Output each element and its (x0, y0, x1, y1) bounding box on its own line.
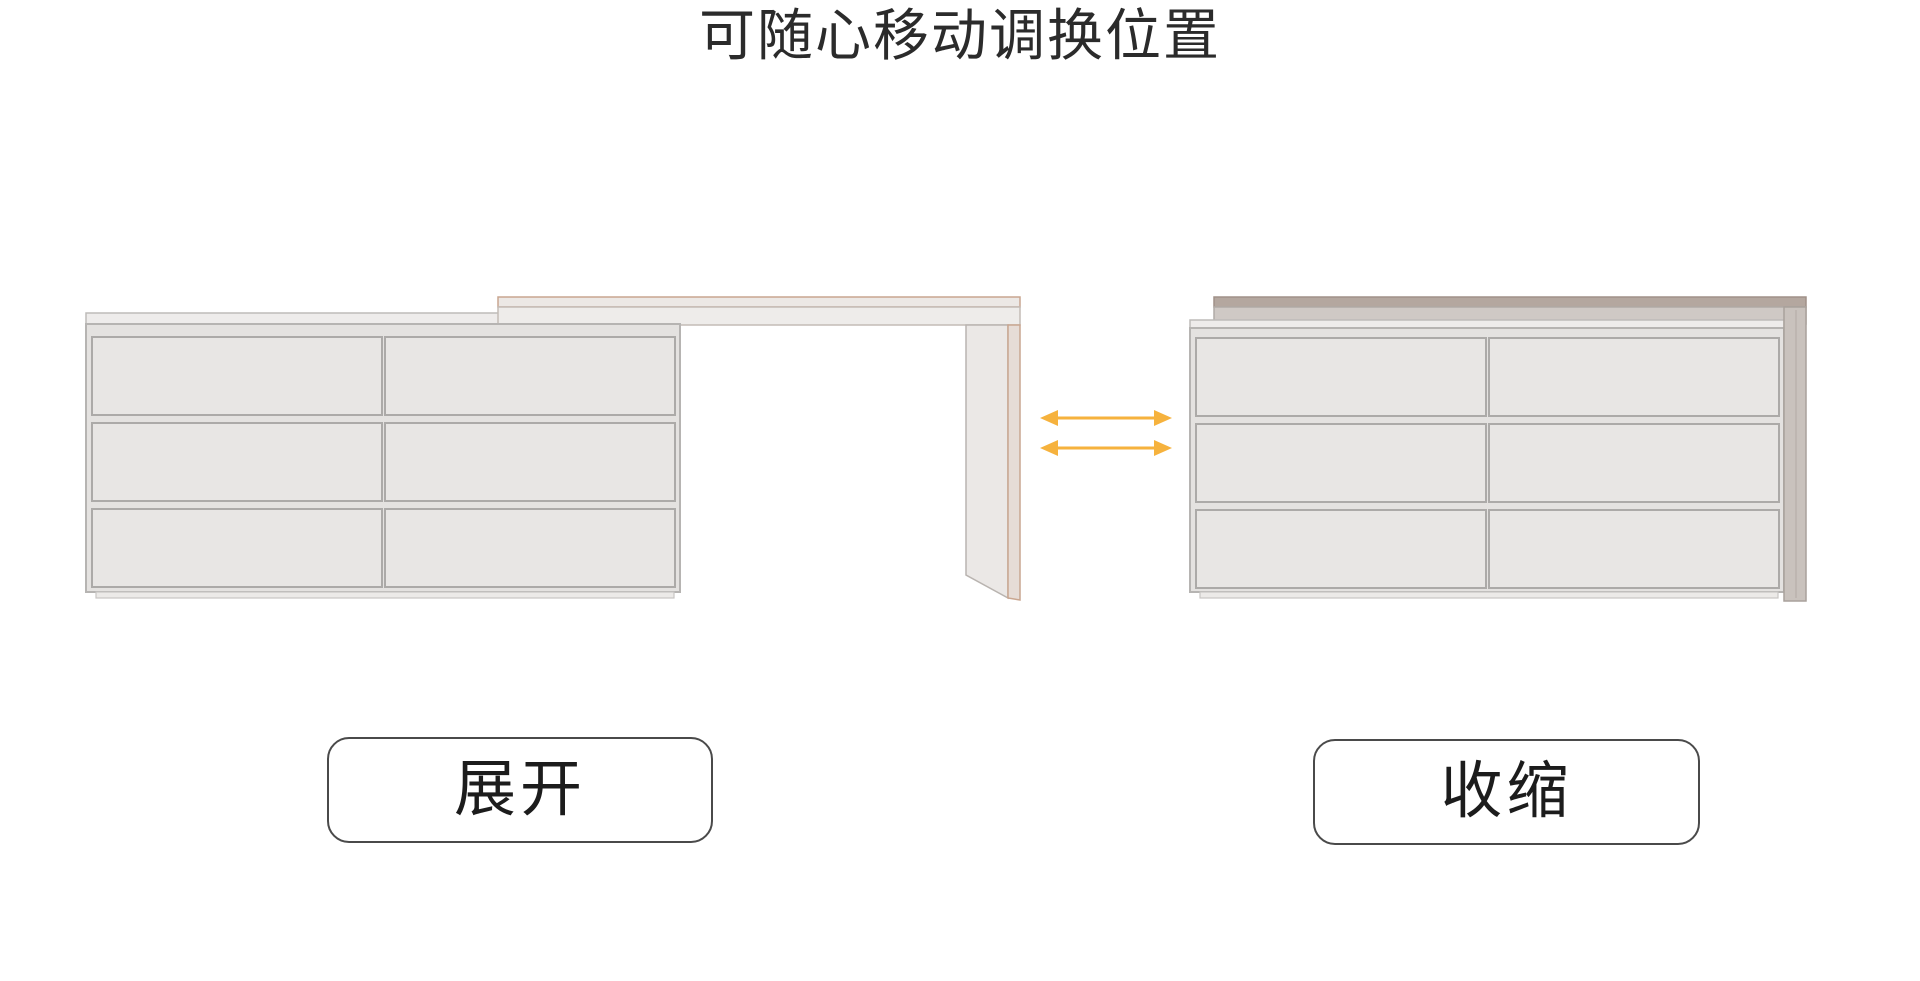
expanded-cabinet-illustration (85, 296, 1021, 601)
desk-leg-panel (965, 324, 1009, 600)
collapsed-drawer (1195, 509, 1487, 589)
expanded-cabinet-plinth (95, 591, 675, 599)
sliding-desk-top (497, 296, 1021, 308)
collapsed-state-label: 收缩 (1313, 739, 1700, 845)
desk-leg-edge (1007, 324, 1021, 601)
expanded-drawer (91, 336, 383, 416)
expanded-state-label: 展开 (327, 737, 713, 843)
expanded-drawer (384, 336, 676, 416)
collapsed-drawer (1195, 337, 1487, 417)
sliding-desk-top-front (497, 306, 1021, 326)
expanded-cabinet-top (85, 312, 507, 325)
collapsed-cabinet-plinth (1199, 591, 1779, 599)
double-arrow-icon (1040, 410, 1172, 456)
expanded-drawer (91, 508, 383, 588)
page-title: 可随心移动调换位置 (699, 4, 1221, 69)
collapsed-cabinet-illustration (1189, 296, 1807, 602)
collapsed-drawer (1488, 423, 1780, 503)
collapsed-side-panel (1783, 306, 1807, 602)
collapsed-desk-top (1213, 296, 1807, 308)
collapsed-drawer (1195, 423, 1487, 503)
collapsed-drawer (1488, 509, 1780, 589)
expanded-drawer (384, 422, 676, 502)
expanded-drawer (91, 422, 383, 502)
expanded-drawer (384, 508, 676, 588)
collapsed-drawer (1488, 337, 1780, 417)
